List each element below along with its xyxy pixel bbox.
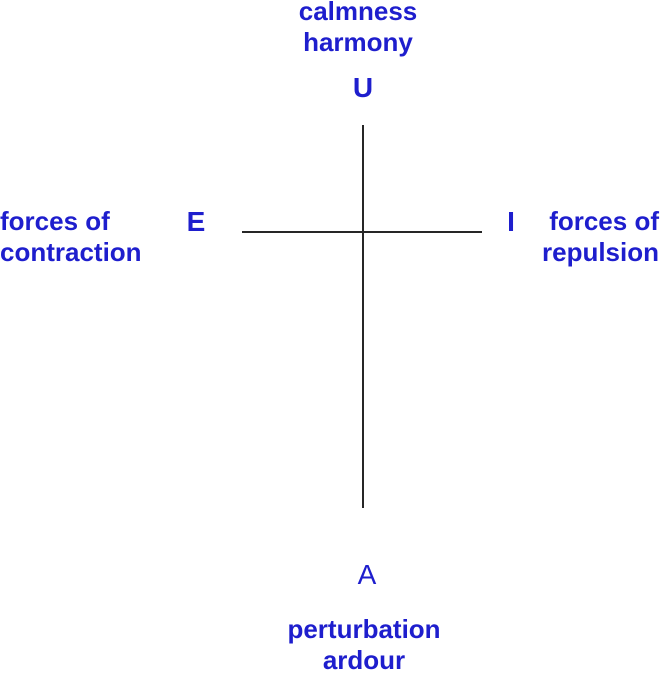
vertical-axis-line (362, 125, 364, 508)
left-pole-label: forces of contraction (0, 206, 142, 268)
vowel-letter-i: I (507, 206, 515, 237)
top-pole-label-line1: calmness (298, 0, 418, 26)
horizontal-axis-line (242, 231, 482, 233)
vowel-letter-e: E (186, 206, 206, 237)
left-pole-label-line2: contraction (0, 237, 142, 267)
right-pole-label-line2: repulsion (541, 237, 659, 267)
right-pole-label: forces of repulsion (542, 206, 659, 268)
vowel-letter-u: U (352, 72, 374, 103)
left-pole-label-line1: forces of (0, 206, 110, 236)
bottom-pole-label-line2: ardour (322, 645, 406, 673)
right-pole-label-line1: forces of (549, 206, 659, 236)
bottom-pole-label: perturbation ardour (287, 614, 440, 673)
top-pole-label: calmness harmony (299, 0, 418, 58)
bottom-pole-label-line1: perturbation (287, 614, 441, 644)
top-pole-label-line2: harmony (303, 27, 413, 57)
vowel-letter-a: A (357, 559, 377, 590)
